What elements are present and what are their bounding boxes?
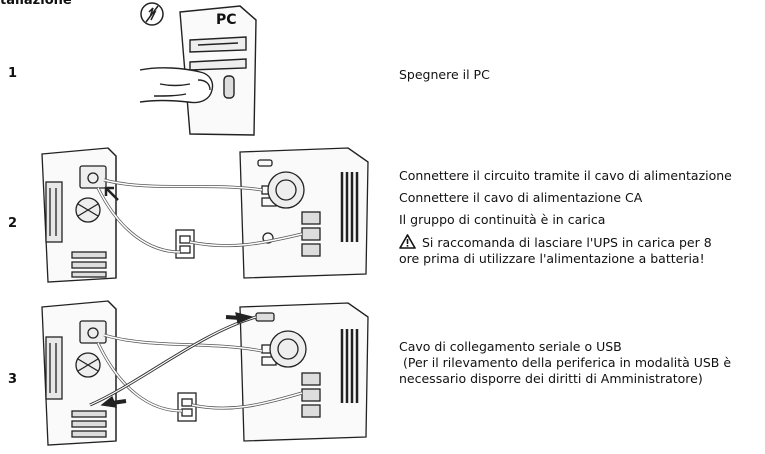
section-heading: tallazione: [0, 0, 72, 8]
step-2-line-2: Connettere il cavo di alimentazione CA: [399, 190, 643, 205]
step-2-warning-line-2: ore prima di utilizzare l'alimentazione …: [399, 251, 705, 266]
warning-text-1: Si raccomanda di lasciare l'UPS in caric…: [418, 235, 712, 250]
step-number-1: 1: [8, 66, 18, 81]
ups-data-cable-illustration: [41, 300, 369, 446]
power-off-icon: [140, 2, 164, 26]
step-3-text: Cavo di collegamento seriale o USB (Per …: [399, 339, 731, 387]
step-1-line-1: Spegnere il PC: [399, 67, 490, 82]
pc-label: PC: [216, 12, 237, 28]
ups-power-connection-illustration: [41, 147, 369, 283]
pc-power-off-illustration: PC: [140, 2, 257, 136]
step-number-3: 3: [8, 372, 18, 387]
step-2-line-3: Il gruppo di continuità è in carica: [399, 212, 606, 227]
step-2-line-1: Connettere il circuito tramite il cavo d…: [399, 168, 732, 183]
step-3-line-2: (Per il rilevamento della periferica in …: [399, 355, 732, 370]
step-2-warning-line-1: Si raccomanda di lasciare l'UPS in caric…: [399, 234, 732, 251]
step-3-line-1: Cavo di collegamento seriale o USB: [399, 339, 622, 354]
step-number-2: 2: [8, 216, 18, 231]
warning-triangle-icon: [399, 234, 416, 249]
step-2-text: Connettere il circuito tramite il cavo d…: [399, 168, 732, 267]
step-3-line-3: necessario disporre dei diritti di Ammin…: [399, 371, 703, 386]
step-1-text: Spegnere il PC: [399, 67, 490, 83]
